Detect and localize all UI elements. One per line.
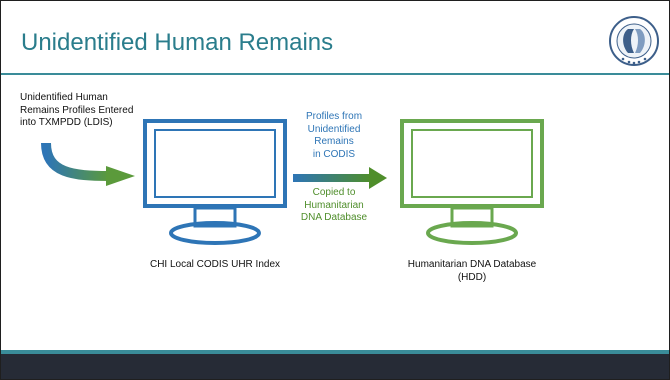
footer-bar — [1, 354, 669, 379]
organization-logo-icon — [609, 16, 659, 66]
left-monitor-icon — [143, 119, 287, 245]
footer-divider — [1, 350, 669, 354]
transfer-bottom-label: Copied to Humanitarian DNA Database — [300, 187, 368, 223]
flow-diagram — [41, 119, 544, 245]
transfer-arrow — [293, 167, 387, 189]
left-monitor-caption: CHI Local CODIS UHR Index — [149, 259, 281, 270]
input-arrow — [41, 142, 135, 186]
slide-title: Unidentified Human Remains — [21, 29, 334, 56]
transfer-top-label: Profiles from Unidentified Remains in CO… — [305, 111, 363, 160]
right-monitor-caption: Humanitarian DNA Database (HDD) — [407, 259, 537, 283]
input-label: Unidentified Human Remains Profiles Ente… — [20, 92, 134, 128]
right-monitor-icon — [400, 119, 544, 245]
title-divider — [1, 73, 669, 75]
